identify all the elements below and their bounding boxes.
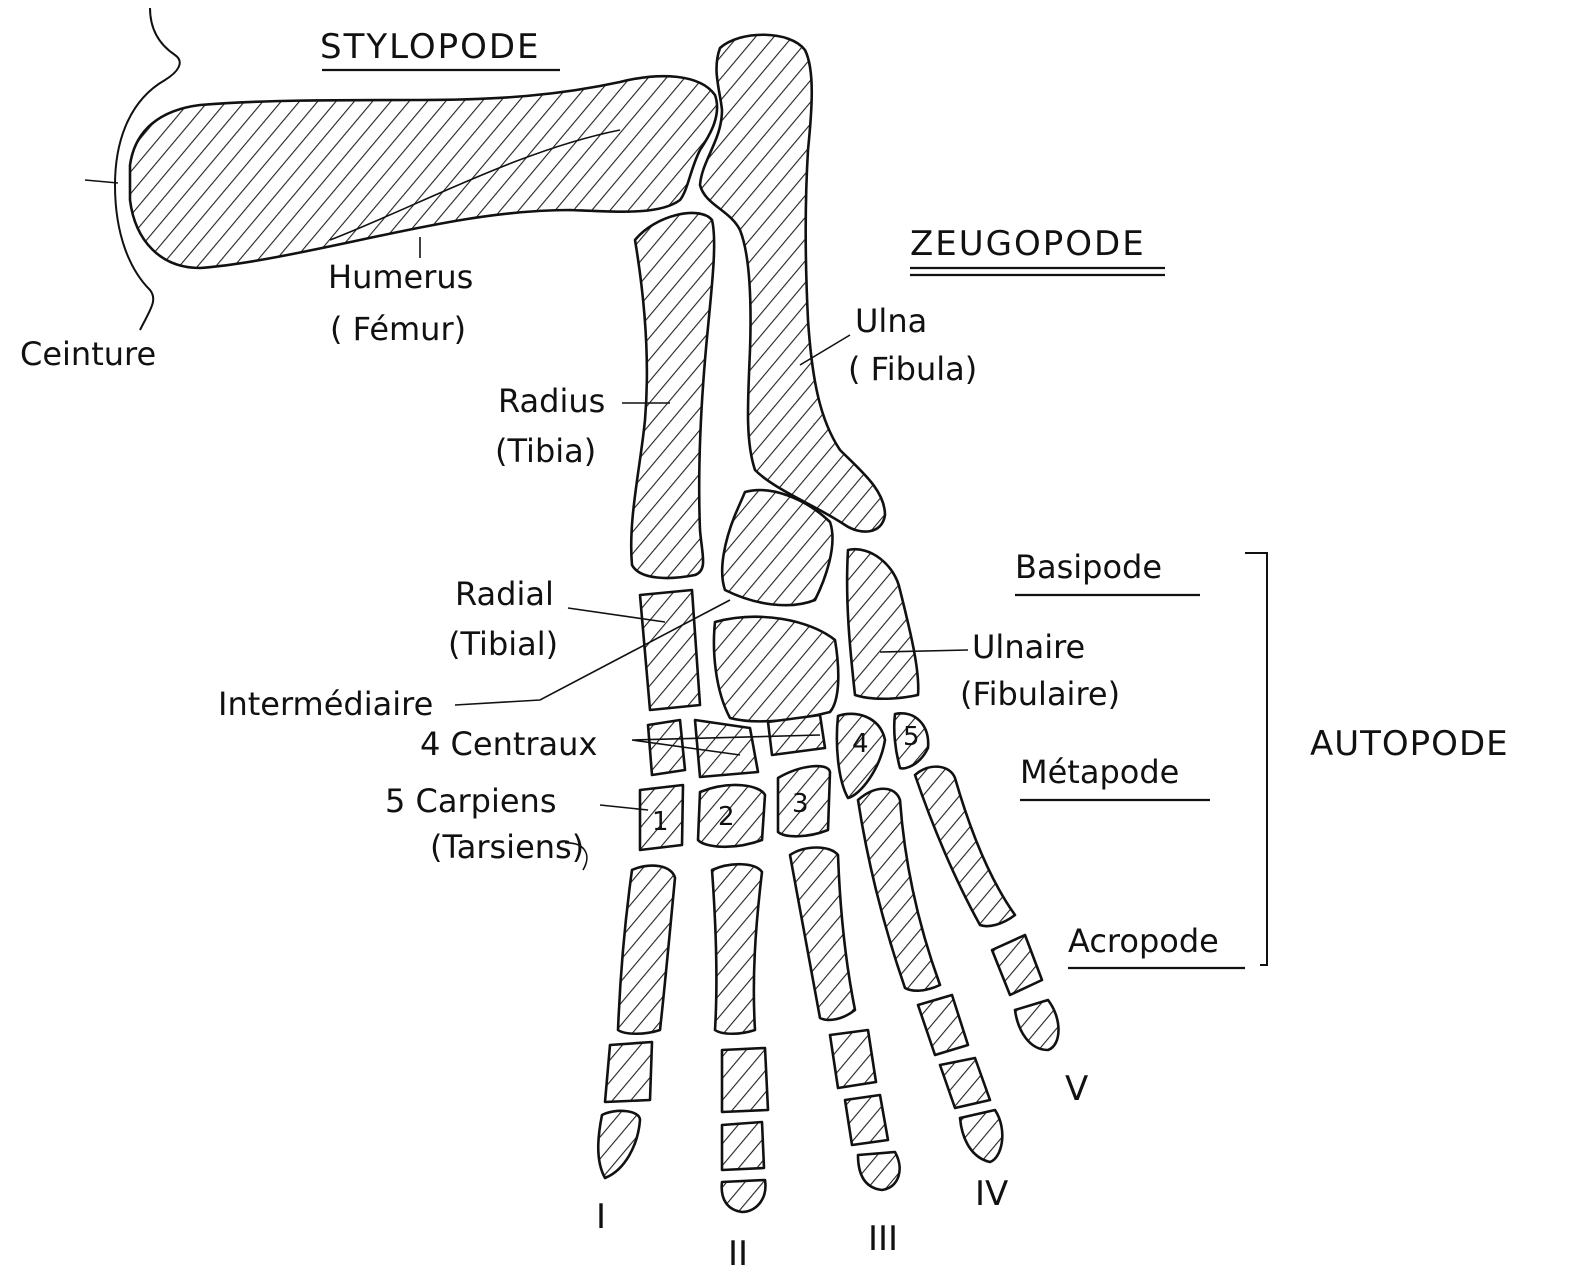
basipode-title: Basipode [1015, 548, 1162, 586]
digit-label-3: III [868, 1219, 898, 1259]
radius-label: Radius [498, 382, 605, 420]
digit-2-phalanx-1 [722, 1048, 768, 1112]
digit-4-phalanx-1 [918, 995, 968, 1055]
central-bone-2 [695, 720, 758, 777]
ulna-label: Ulna [855, 302, 927, 340]
tarsiens-label: (Tarsiens) [430, 828, 584, 866]
stylopode-title: STYLOPODE [320, 27, 541, 67]
radius-bone [631, 213, 714, 578]
carpiens-label: 5 Carpiens [385, 782, 556, 820]
digit-1-phalanx-2 [598, 1111, 640, 1178]
carpal-number-2: 2 [718, 802, 735, 832]
femur-label: ( Fémur) [330, 310, 466, 348]
digit-label-2: II [728, 1234, 748, 1270]
ulna-bone [700, 35, 885, 532]
tibial-label: (Tibial) [448, 625, 558, 663]
fibulaire-label: (Fibulaire) [960, 675, 1120, 713]
humerus-label: Humerus [328, 258, 473, 296]
digit-4-phalanx-2 [940, 1058, 990, 1108]
radial-label: Radial [455, 575, 554, 613]
ceinture-label: Ceinture [20, 335, 156, 373]
digit-5-phalanx-1 [992, 935, 1042, 995]
digit-5-metacarpal [915, 767, 1015, 926]
digit-4-metacarpal [858, 789, 940, 991]
centraux-label: 4 Centraux [420, 725, 597, 763]
digit-3-phalanx-1 [830, 1030, 876, 1088]
carpal-number-3: 3 [792, 789, 809, 819]
carpal-number-1: 1 [652, 807, 669, 837]
zeugopode-title: ZEUGOPODE [910, 224, 1146, 264]
digit-3-phalanx-3 [858, 1152, 900, 1190]
carpal-number-4: 4 [852, 729, 869, 759]
central-bone-1 [648, 720, 685, 775]
humerus-bone [130, 76, 717, 268]
digit-label-1: I [596, 1197, 606, 1237]
digit-2-metacarpal [712, 864, 762, 1034]
acropode-title: Acropode [1068, 922, 1219, 960]
digit-4-phalanx-3 [960, 1110, 1002, 1162]
digit-2-phalanx-3 [722, 1180, 766, 1212]
digit-2-phalanx-2 [722, 1122, 764, 1170]
tibia-label: (Tibia) [495, 432, 596, 470]
radial-bone [640, 590, 700, 710]
autopode-bracket [1245, 553, 1267, 965]
digit-1-metacarpal [618, 866, 675, 1034]
ulnaire-bone [847, 549, 918, 699]
digit-5-phalanx-2 [1015, 1000, 1059, 1050]
digit-1-phalanx-1 [605, 1042, 652, 1102]
intermediaire-label: Intermédiaire [218, 685, 433, 723]
fibula-label: ( Fibula) [848, 350, 977, 388]
digit-3-metacarpal [790, 848, 855, 1020]
digit-label-5: V [1065, 1069, 1088, 1109]
metapode-title: Métapode [1020, 753, 1179, 791]
autopode-title: AUTOPODE [1310, 724, 1509, 764]
digit-3-phalanx-2 [845, 1095, 888, 1145]
ceinture-tick [85, 180, 118, 183]
intermediaire-bone [714, 617, 838, 722]
carpal-number-5: 5 [903, 722, 920, 752]
ulnaire-label: Ulnaire [972, 628, 1085, 666]
digit-label-4: IV [975, 1174, 1008, 1214]
